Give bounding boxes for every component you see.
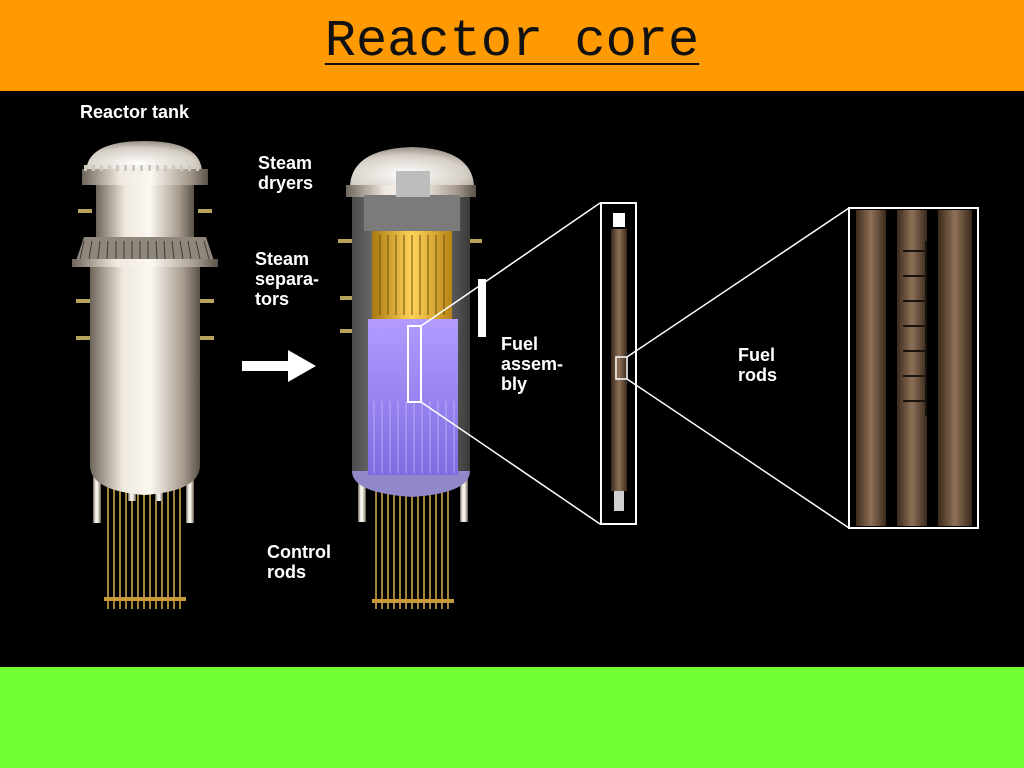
slide-title-text: Reactor core — [324, 12, 700, 71]
title-bar: Reactor core — [0, 0, 1024, 91]
label-control-rods: Control rods — [267, 542, 331, 582]
reactor-diagram: Reactor tank Steam dryers Steam separa- … — [0, 91, 1024, 667]
label-steam-separators: Steam separa- tors — [255, 249, 320, 309]
label-steam-dryers: Steam dryers — [258, 153, 314, 193]
label-fuel-assembly: Fuel assem- bly — [501, 334, 564, 394]
right-arrow-icon — [242, 350, 316, 382]
reactor-cutaway-illustration — [338, 147, 486, 609]
fuel-rods-illustration — [848, 207, 979, 529]
reactor-tank-illustration — [72, 141, 218, 609]
reactor-illustration — [72, 141, 979, 609]
label-reactor-tank: Reactor tank — [80, 102, 190, 122]
bottom-band — [0, 667, 1024, 768]
fuel-assembly-illustration — [600, 202, 637, 525]
slide-title: Reactor core — [0, 8, 1024, 76]
label-fuel-rods: Fuel rods — [738, 345, 778, 385]
